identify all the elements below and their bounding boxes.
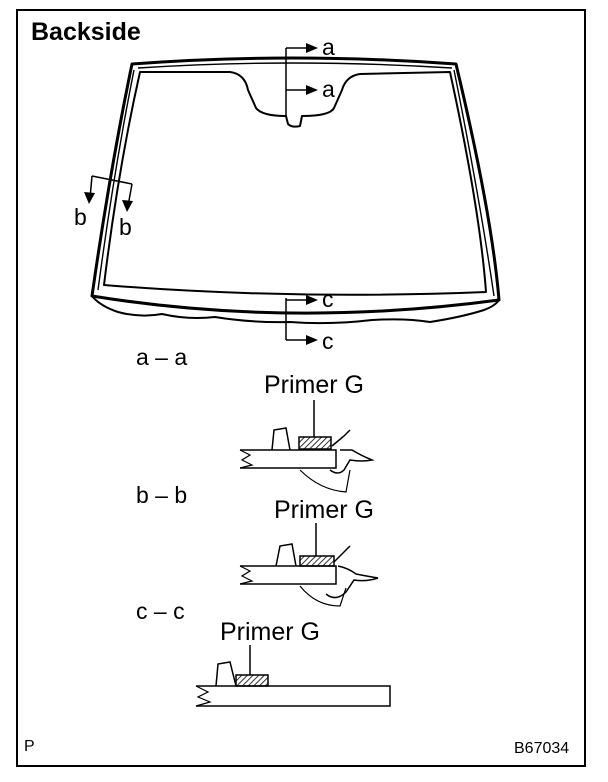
section-heading-cc: c – c	[136, 598, 185, 624]
windshield-bottom-strip	[91, 295, 500, 325]
section-marker-a	[285, 43, 318, 116]
molding-bb	[325, 545, 379, 599]
cross-section-bb	[239, 523, 379, 607]
marker-b-label-1: b	[74, 204, 87, 230]
dam-aa	[271, 427, 291, 451]
inner-left-line	[97, 69, 135, 291]
primer-label-cc: Primer G	[220, 618, 320, 646]
section-marker-c	[285, 295, 318, 345]
primer-cc	[235, 674, 269, 687]
footer-left-code: P	[24, 738, 35, 755]
dam-cc	[215, 661, 237, 687]
glass-cc	[196, 685, 391, 707]
marker-a-label-2: a	[322, 76, 335, 102]
marker-b-label-2: b	[119, 214, 132, 240]
primer-bb	[299, 555, 335, 567]
cross-section-cc	[195, 645, 391, 707]
diagram-frame	[16, 9, 586, 767]
marker-a-label-1: a	[322, 34, 335, 60]
primer-label-bb: Primer G	[274, 496, 374, 524]
diagram-title: Backside	[31, 18, 141, 46]
footer-figure-id: B67034	[514, 740, 570, 757]
section-heading-bb: b – b	[136, 482, 188, 508]
dam-bb	[275, 543, 297, 567]
primer-aa	[298, 436, 332, 450]
ceramic-border-line	[103, 71, 487, 296]
section-marker-b	[84, 175, 133, 212]
glass-aa	[240, 449, 337, 469]
inner-right-line	[453, 69, 495, 297]
cross-section-aa	[239, 400, 375, 493]
section-heading-aa: a – a	[136, 344, 188, 370]
primer-label-aa: Primer G	[264, 371, 364, 399]
inner-top-line	[137, 62, 453, 69]
windshield-outer-edge	[90, 56, 501, 315]
marker-c-label-2: c	[322, 328, 334, 354]
molding-aa	[329, 429, 375, 474]
marker-c-label-1: c	[322, 286, 334, 312]
windshield-glass	[90, 56, 501, 325]
glass-bb	[240, 565, 337, 585]
